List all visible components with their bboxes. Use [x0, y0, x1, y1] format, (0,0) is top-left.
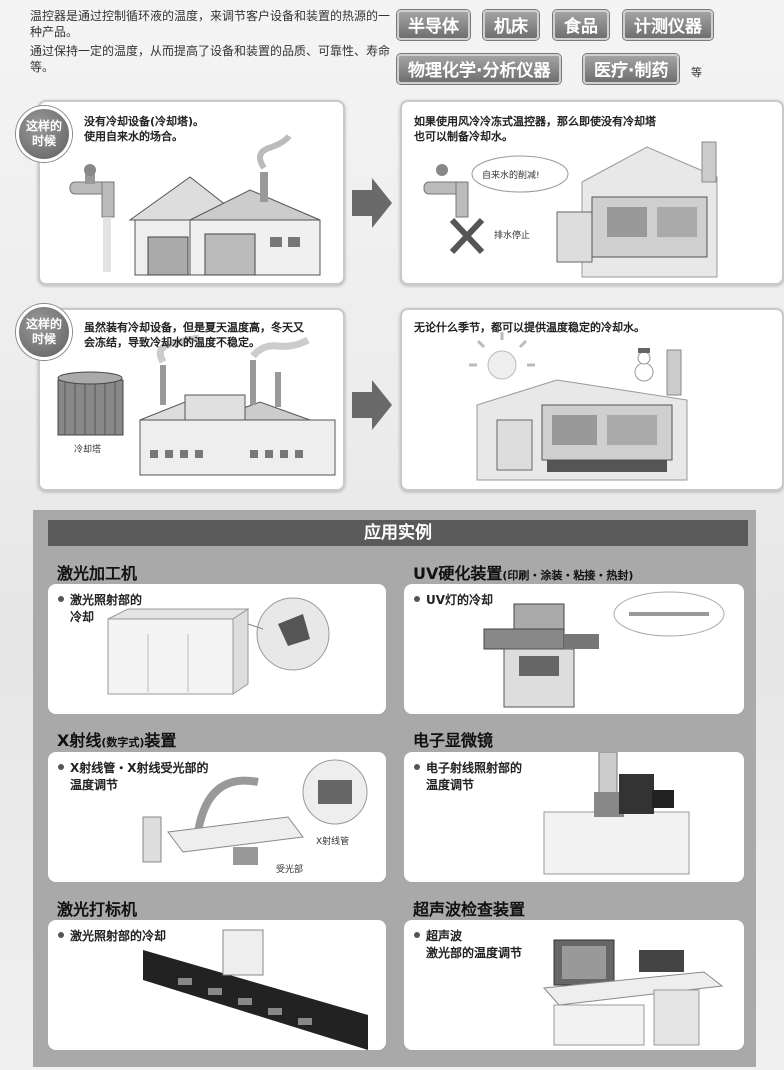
applications-header: 应用实例 [48, 520, 748, 546]
app-title-xray-sub: (数字式) [101, 736, 145, 749]
bullet-icon [414, 764, 420, 770]
chiller-house-illustration [469, 332, 688, 481]
app-card-laser-processing: 激光照射部的 冷却 [48, 584, 386, 714]
app-card-laser-marker: 激光照射部的冷却 [48, 920, 386, 1050]
case1-solution-card: 如果使用风冷冷冻式温控器，那么即使没有冷却塔 也可以制备冷却水。 自来水的削减!… [400, 100, 784, 285]
snowman-icon [634, 348, 654, 382]
receiver-label: 受光部 [276, 865, 304, 875]
tag-physics-chemistry: 物理化学·分析仪器 [397, 54, 562, 84]
drain-stop-label: 排水停止 [494, 231, 531, 241]
app-title-xray: X射线(数字式)装置 [57, 727, 176, 751]
laser-marker-illustration [143, 929, 368, 1050]
tag-measuring-instruments: 计测仪器 [623, 10, 713, 40]
bullet-icon [414, 932, 420, 938]
ultrasonic-device-illustration [542, 939, 724, 1046]
tag-semiconductor: 半导体 [397, 10, 470, 40]
badge-case2-label: 这样的时候 [26, 317, 63, 346]
app-desc-ultrasonic-2: 激光部的温度调节 [426, 946, 523, 960]
app-title-laser-marker-text: 激光打标机 [57, 900, 138, 919]
badge-case2: 这样的时候 [16, 304, 72, 360]
bullet-icon [58, 932, 64, 938]
app-title-uv-curing-sub: (印刷・涂装・粘接・热封) [502, 569, 634, 582]
app-title-uv-curing-text: UV硬化装置 [413, 564, 503, 583]
faucet-icon [423, 164, 469, 218]
app-title-ultrasonic: 超声波检查装置 [413, 896, 525, 920]
app-desc-uv-curing-1: UV灯的冷却 [426, 593, 494, 607]
cross-mark-icon [449, 217, 485, 255]
factory-illustration [69, 134, 321, 276]
tag-machine-tool: 机床 [483, 10, 539, 40]
cooling-tower-icon [57, 371, 124, 436]
sun-icon [469, 332, 535, 380]
app-card-xray: X射线管・X射线受光部的 温度调节 X射线管 受光部 [48, 752, 386, 882]
factory-icon [128, 134, 321, 276]
badge-case1-label: 这样的时候 [26, 119, 63, 148]
chiller-illustration [423, 141, 718, 278]
bullet-icon [58, 764, 64, 770]
app-title-laser-marker: 激光打标机 [57, 896, 137, 920]
cooling-tower-label: 冷却塔 [74, 445, 102, 455]
app-title-electron-microscope-text: 电子显微镜 [413, 731, 494, 750]
app-desc-ultrasonic-1: 超声波 [426, 929, 463, 943]
app-desc-xray-1: X射线管・X射线受光部的 [70, 761, 209, 775]
factory-complex-icon [139, 334, 336, 476]
app-card-electron-microscope: 电子射线照射部的 温度调节 [404, 752, 744, 882]
bullet-icon [58, 596, 64, 602]
app-title-xray-tail: 装置 [144, 731, 177, 750]
tap-water-reduction-bubble: 自来水的削减! [482, 171, 540, 181]
case1-problem-line-1: 没有冷却设备(冷却塔)。 [84, 115, 205, 128]
microscope-illustration [543, 752, 690, 875]
case1-problem-card: 没有冷却设备(冷却塔)。 使用自来水的场合。 [38, 100, 345, 285]
app-desc-laser-marker-1: 激光照射部的冷却 [70, 929, 167, 943]
faucet-icon [69, 164, 115, 272]
app-desc-electron-microscope-1: 电子射线照射部的 [426, 761, 523, 775]
case2-solution-line-1: 无论什么季节，都可以提供温度稳定的冷却水。 [414, 321, 645, 334]
app-title-xray-text: X射线 [57, 731, 102, 750]
app-desc-laser-processing-1: 激光照射部的 [70, 593, 143, 607]
intro-line-1: 温控器是通过控制循环液的温度，来调节客户设备和装置的热源的一种产品。 [30, 9, 391, 39]
case1-solution-line-2: 也可以制备冷却水。 [414, 130, 513, 143]
case1-solution-line-1: 如果使用风冷冷冻式温控器，那么即使没有冷却塔 [414, 115, 656, 128]
xray-tube-label: X射线管 [316, 837, 350, 847]
app-desc-laser-processing-2: 冷却 [70, 610, 95, 624]
app-card-ultrasonic: 超声波 激光部的温度调节 [404, 920, 744, 1050]
app-desc-electron-microscope-2: 温度调节 [426, 778, 475, 792]
arrow-right-icon [352, 380, 392, 430]
intro-text: 温控器是通过控制循环液的温度，来调节客户设备和装置的热源的一种产品。 通过保持一… [30, 8, 390, 78]
tag-etc: 等 [691, 66, 702, 79]
laser-machine-illustration [107, 597, 330, 695]
arrow-right-icon [352, 178, 392, 228]
badge-case1: 这样的时候 [16, 106, 72, 162]
cooling-tower-illustration [57, 334, 336, 476]
uv-device-illustration [483, 591, 725, 708]
case1-problem-line-2: 使用自来水的场合。 [84, 130, 183, 143]
case2-problem-card: 虽然装有冷却设备，但是夏天温度高，冬天又 会冻结，导致冷却水的温度不稳定。 冷却… [38, 308, 345, 491]
app-card-uv-curing: UV灯的冷却 [404, 584, 744, 714]
tag-food: 食品 [553, 10, 609, 40]
intro-line-2: 通过保持一定的温度，从而提高了设备和装置的品质、可靠性、寿命等。 [30, 44, 391, 74]
case2-solution-card: 无论什么季节，都可以提供温度稳定的冷却水。 [400, 308, 784, 491]
bullet-icon [414, 596, 420, 602]
case2-problem-line-2: 会冻结，导致冷却水的温度不稳定。 [84, 336, 260, 349]
app-title-laser-processing-text: 激光加工机 [57, 564, 138, 583]
app-title-uv-curing: UV硬化装置(印刷・涂装・粘接・热封) [413, 560, 633, 584]
xray-device-illustration [142, 759, 368, 865]
app-title-electron-microscope: 电子显微镜 [413, 727, 493, 751]
app-title-ultrasonic-text: 超声波检查装置 [413, 900, 526, 919]
case2-problem-line-1: 虽然装有冷却设备，但是夏天温度高，冬天又 [84, 321, 304, 334]
tag-medical-pharma: 医疗·制药 [583, 54, 680, 84]
app-desc-xray-2: 温度调节 [70, 778, 119, 792]
app-title-laser-processing: 激光加工机 [57, 560, 137, 584]
